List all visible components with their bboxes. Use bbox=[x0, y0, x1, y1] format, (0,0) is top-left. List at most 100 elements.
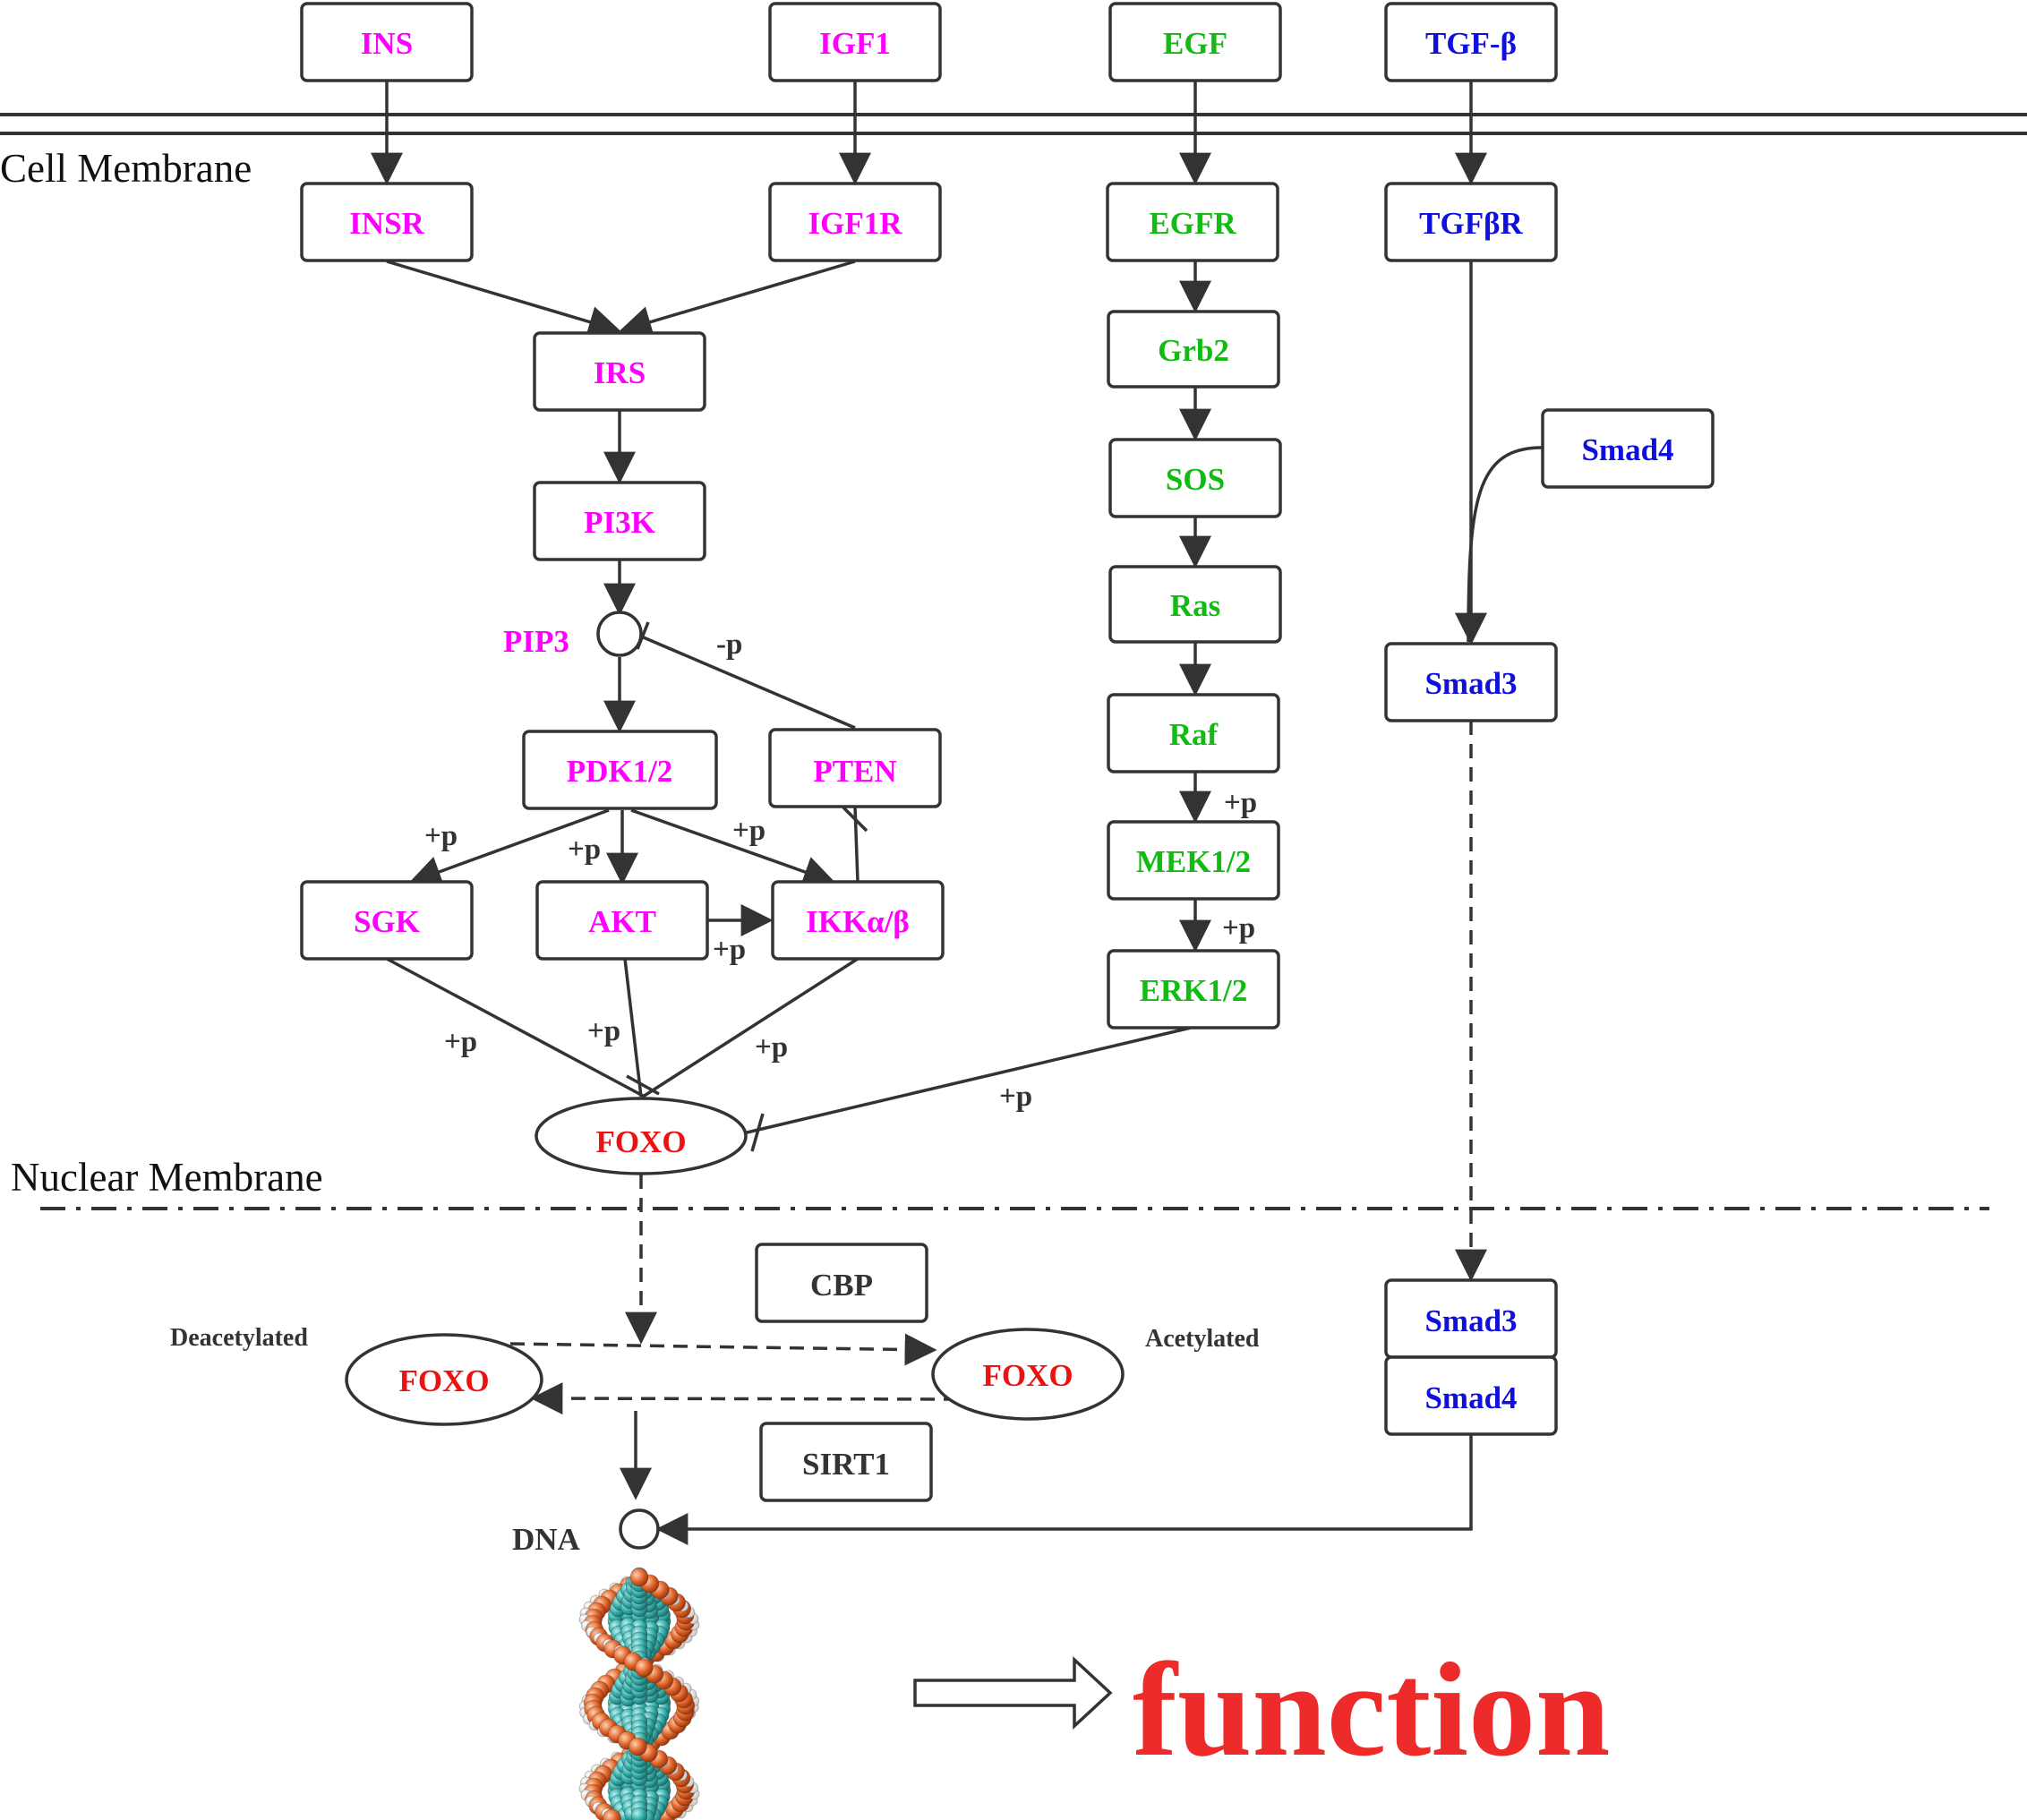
node-akt: AKT bbox=[535, 880, 709, 961]
dna-atom bbox=[628, 1737, 647, 1756]
cell-membrane: Cell Membrane bbox=[0, 113, 2027, 191]
node-mek: MEK1/2 bbox=[1107, 820, 1280, 901]
function-label: function bbox=[1133, 1636, 1610, 1784]
node-irs-label: IRS bbox=[594, 355, 646, 390]
edge-pdk-ikk bbox=[630, 808, 836, 888]
node-sgk: SGK bbox=[300, 880, 474, 961]
node-pten: PTEN bbox=[768, 728, 942, 808]
node-pten-label: PTEN bbox=[813, 754, 896, 789]
node-foxo-cyto-label: FOXO bbox=[595, 1124, 686, 1159]
edges bbox=[371, 81, 1543, 1730]
annotation-akt-foxo: +p bbox=[587, 1015, 620, 1047]
annotation-pdk-sgk: +p bbox=[424, 820, 458, 852]
node-dna-label: DNA bbox=[512, 1522, 581, 1557]
node-igf1r-label: IGF1R bbox=[808, 206, 903, 241]
node-raf: Raf bbox=[1107, 693, 1280, 773]
node-tgfbr: TGFβR bbox=[1384, 182, 1558, 262]
deacetylated-label: Deacetylated bbox=[170, 1324, 308, 1352]
node-pip3-label: PIP3 bbox=[503, 624, 569, 659]
node-smad3-nuc: Smad3 bbox=[1384, 1278, 1558, 1359]
node-sgk-label: SGK bbox=[354, 904, 420, 939]
node-egf-label: EGF bbox=[1163, 26, 1227, 61]
node-ras: Ras bbox=[1108, 565, 1282, 644]
node-foxo-deacetylated: FOXO Deacetylated bbox=[170, 1324, 543, 1426]
node-foxo-acetylated: FOXO Acetylated bbox=[931, 1325, 1260, 1421]
node-cbp-label: CBP bbox=[810, 1268, 873, 1303]
node-insr: INSR bbox=[300, 182, 474, 262]
node-grb2-label: Grb2 bbox=[1158, 333, 1229, 368]
node-pdk: PDK1/2 bbox=[522, 730, 718, 810]
node-smad3-top-label: Smad3 bbox=[1424, 666, 1517, 701]
dna-helix-image bbox=[578, 1567, 700, 1820]
annotation-ikk-foxo: +p bbox=[755, 1031, 788, 1064]
annotation-pdk-ikk: +p bbox=[732, 815, 765, 847]
edge-igf1r-irs bbox=[619, 260, 856, 338]
dna-atom bbox=[629, 1568, 649, 1587]
node-egfr-label: EGFR bbox=[1149, 206, 1236, 241]
node-pi3k: PI3K bbox=[533, 481, 706, 561]
edge-smad-dna bbox=[655, 1435, 1473, 1545]
function-arrow bbox=[913, 1655, 1113, 1730]
node-ikk: IKKα/β bbox=[771, 880, 945, 961]
node-sirt1: SIRT1 bbox=[759, 1422, 933, 1502]
node-smad4-nuc: Smad4 bbox=[1384, 1355, 1558, 1436]
node-smad4-nuc-label: Smad4 bbox=[1424, 1380, 1517, 1415]
node-insr-label: INSR bbox=[349, 206, 424, 241]
node-smad4-top: Smad4 bbox=[1541, 408, 1715, 489]
node-foxo-acetylated-label: FOXO bbox=[982, 1358, 1073, 1393]
annotation-akt-ikk: +p bbox=[713, 934, 746, 966]
annotation-pten-pip3: -p bbox=[716, 628, 742, 661]
node-egf: EGF bbox=[1108, 2, 1282, 82]
node-sos-label: SOS bbox=[1166, 462, 1225, 497]
node-cbp: CBP bbox=[755, 1243, 928, 1323]
dna-atom bbox=[630, 1807, 648, 1820]
edge-ikk-foxo bbox=[642, 957, 859, 1098]
node-sos: SOS bbox=[1108, 438, 1282, 518]
node-tgfb: TGF-β bbox=[1384, 2, 1558, 82]
node-ras-label: Ras bbox=[1170, 588, 1220, 623]
edge-akt-foxo bbox=[623, 958, 643, 1098]
edge-smad4-smad3 bbox=[1467, 446, 1543, 643]
node-smad3-top: Smad3 bbox=[1384, 642, 1558, 722]
annotation-erk-foxo: +p bbox=[999, 1081, 1032, 1113]
nuclear-membrane: Nuclear Membrane bbox=[11, 1155, 1989, 1210]
edge-foxo-deacetylation bbox=[530, 1382, 959, 1415]
node-grb2: Grb2 bbox=[1107, 310, 1280, 389]
edge-pten-ikk-bar bbox=[842, 806, 868, 833]
annotation-raf-mek: +p bbox=[1224, 787, 1257, 819]
dna-atom bbox=[634, 1658, 654, 1678]
node-erk-label: ERK1/2 bbox=[1140, 973, 1248, 1008]
node-igf1-label: IGF1 bbox=[819, 26, 891, 61]
edge-insr-irs bbox=[386, 260, 621, 338]
node-igf1r: IGF1R bbox=[768, 182, 942, 262]
nuclear-membrane-label: Nuclear Membrane bbox=[11, 1155, 323, 1200]
acetylated-label: Acetylated bbox=[1145, 1325, 1260, 1353]
nodes: INS IGF1 EGF TGF-β INSR IGF1R EGFR bbox=[170, 2, 1715, 1557]
annotation-pdk-akt: +p bbox=[568, 833, 601, 866]
node-smad3-nuc-label: Smad3 bbox=[1424, 1303, 1517, 1338]
node-ins-label: INS bbox=[361, 26, 413, 61]
annotation-sgk-foxo: +p bbox=[444, 1026, 477, 1058]
annotation-mek-erk: +p bbox=[1222, 912, 1255, 944]
node-tgfbr-label: TGFβR bbox=[1419, 206, 1523, 241]
node-tgfb-label: TGF-β bbox=[1425, 26, 1517, 61]
edge-pten-pip3 bbox=[638, 634, 856, 730]
node-ikk-label: IKKα/β bbox=[806, 904, 910, 939]
node-smad4-top-label: Smad4 bbox=[1581, 432, 1673, 467]
cell-membrane-label: Cell Membrane bbox=[0, 146, 252, 191]
node-dna: DNA bbox=[512, 1508, 660, 1557]
node-erk: ERK1/2 bbox=[1107, 949, 1280, 1030]
node-raf-label: Raf bbox=[1169, 717, 1219, 752]
node-mek-label: MEK1/2 bbox=[1136, 844, 1251, 879]
dna-atom bbox=[603, 1808, 621, 1820]
node-irs: IRS bbox=[533, 331, 706, 412]
edge-erk-foxo-bar bbox=[750, 1113, 765, 1152]
node-sirt1-label: SIRT1 bbox=[802, 1447, 890, 1482]
node-ins: INS bbox=[300, 2, 474, 82]
node-akt-label: AKT bbox=[588, 904, 656, 939]
edge-erk-foxo bbox=[742, 1026, 1192, 1135]
edge-pdk-sgk bbox=[408, 808, 610, 887]
node-igf1: IGF1 bbox=[768, 2, 942, 82]
node-pdk-label: PDK1/2 bbox=[567, 754, 673, 789]
